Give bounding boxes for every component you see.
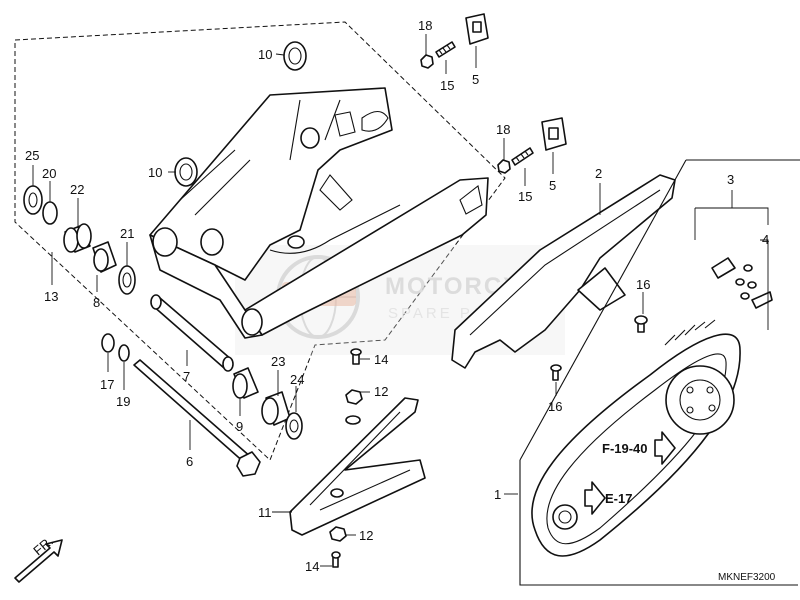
callout-14-lower: 14	[305, 559, 319, 574]
callout-15-lower: 15	[518, 189, 532, 204]
callout-22: 22	[70, 182, 84, 197]
callout-11: 11	[258, 505, 272, 520]
nut-18-upper	[420, 54, 434, 69]
callout-6: 6	[186, 454, 193, 469]
bolt-14-upper	[350, 348, 362, 365]
right-bearing-stack	[101, 333, 303, 440]
callout-17: 17	[100, 377, 114, 392]
callout-18-lower: 18	[496, 122, 510, 137]
drawing-code: MKNEF3200	[718, 572, 776, 583]
collar-17	[101, 333, 115, 353]
chain-slider-11	[289, 397, 426, 536]
callout-4: 4	[762, 232, 769, 247]
callout-8: 8	[93, 295, 100, 310]
callout-2: 2	[595, 166, 602, 181]
callout-3: 3	[727, 172, 734, 187]
reference-arrow-e17: E-17	[584, 481, 632, 515]
drive-chain-1	[531, 319, 741, 557]
callout-19: 19	[116, 394, 130, 409]
bolt-16-upper	[634, 315, 648, 333]
callout-13: 13	[44, 289, 58, 304]
ref-e17: E-17	[605, 491, 632, 506]
swingarm-part	[149, 87, 489, 339]
clip-5-upper	[465, 13, 489, 45]
pivot-cap-upper	[283, 41, 307, 71]
callout-16-upper: 16	[636, 277, 650, 292]
callout-25: 25	[25, 148, 39, 163]
callout-21: 21	[120, 226, 134, 241]
nut-12-lower	[329, 526, 347, 542]
callout-1: 1	[494, 487, 501, 502]
callout-12-upper: 12	[374, 384, 388, 399]
callout-5-upper: 5	[472, 72, 479, 87]
callout-10-upper: 10	[258, 47, 272, 62]
circlip-20	[42, 201, 58, 225]
callout-20: 20	[42, 166, 56, 181]
callout-14-upper: 14	[374, 352, 388, 367]
chain-case-2	[451, 174, 676, 369]
nut-12-upper	[345, 389, 363, 405]
clip-5-lower	[541, 117, 567, 151]
callout-18-upper: 18	[418, 18, 432, 33]
bolt-14-lower	[331, 551, 341, 568]
bolt-15-lower	[511, 147, 534, 166]
callout-12-lower: 12	[359, 528, 373, 543]
callout-10-lower: 10	[148, 165, 162, 180]
chain-group-outline	[519, 460, 798, 586]
callout-16-lower: 16	[548, 399, 562, 414]
nut-18-lower	[497, 159, 511, 174]
reference-arrow-f19-40: F-19-40	[602, 431, 676, 465]
pivot-collar-7	[150, 294, 234, 372]
left-bearing-stack	[23, 185, 136, 295]
callout-7: 7	[183, 369, 190, 384]
front-direction-arrow: FR.	[14, 533, 63, 583]
ref-f19-40: F-19-40	[602, 441, 648, 456]
pivot-cap-lower	[174, 157, 198, 187]
callout-23: 23	[271, 354, 285, 369]
pivot-bolt-6	[133, 359, 261, 477]
leader-lines	[32, 34, 644, 567]
seal-19	[118, 344, 130, 362]
dust-seal-25	[23, 185, 43, 215]
seal-24	[285, 412, 303, 440]
bolt-16-lower	[550, 364, 562, 381]
callout-15-upper: 15	[440, 78, 454, 93]
bolt-15-upper	[435, 41, 456, 58]
callout-labels: 10 10 18 15 5 18 15 5 2 3 4 16 16 25 20 …	[25, 18, 769, 574]
bearing-21	[118, 265, 136, 295]
callout-9: 9	[236, 419, 243, 434]
callout-5-lower: 5	[549, 178, 556, 193]
callout-24: 24	[290, 372, 304, 387]
joint-kit-4	[711, 257, 773, 309]
